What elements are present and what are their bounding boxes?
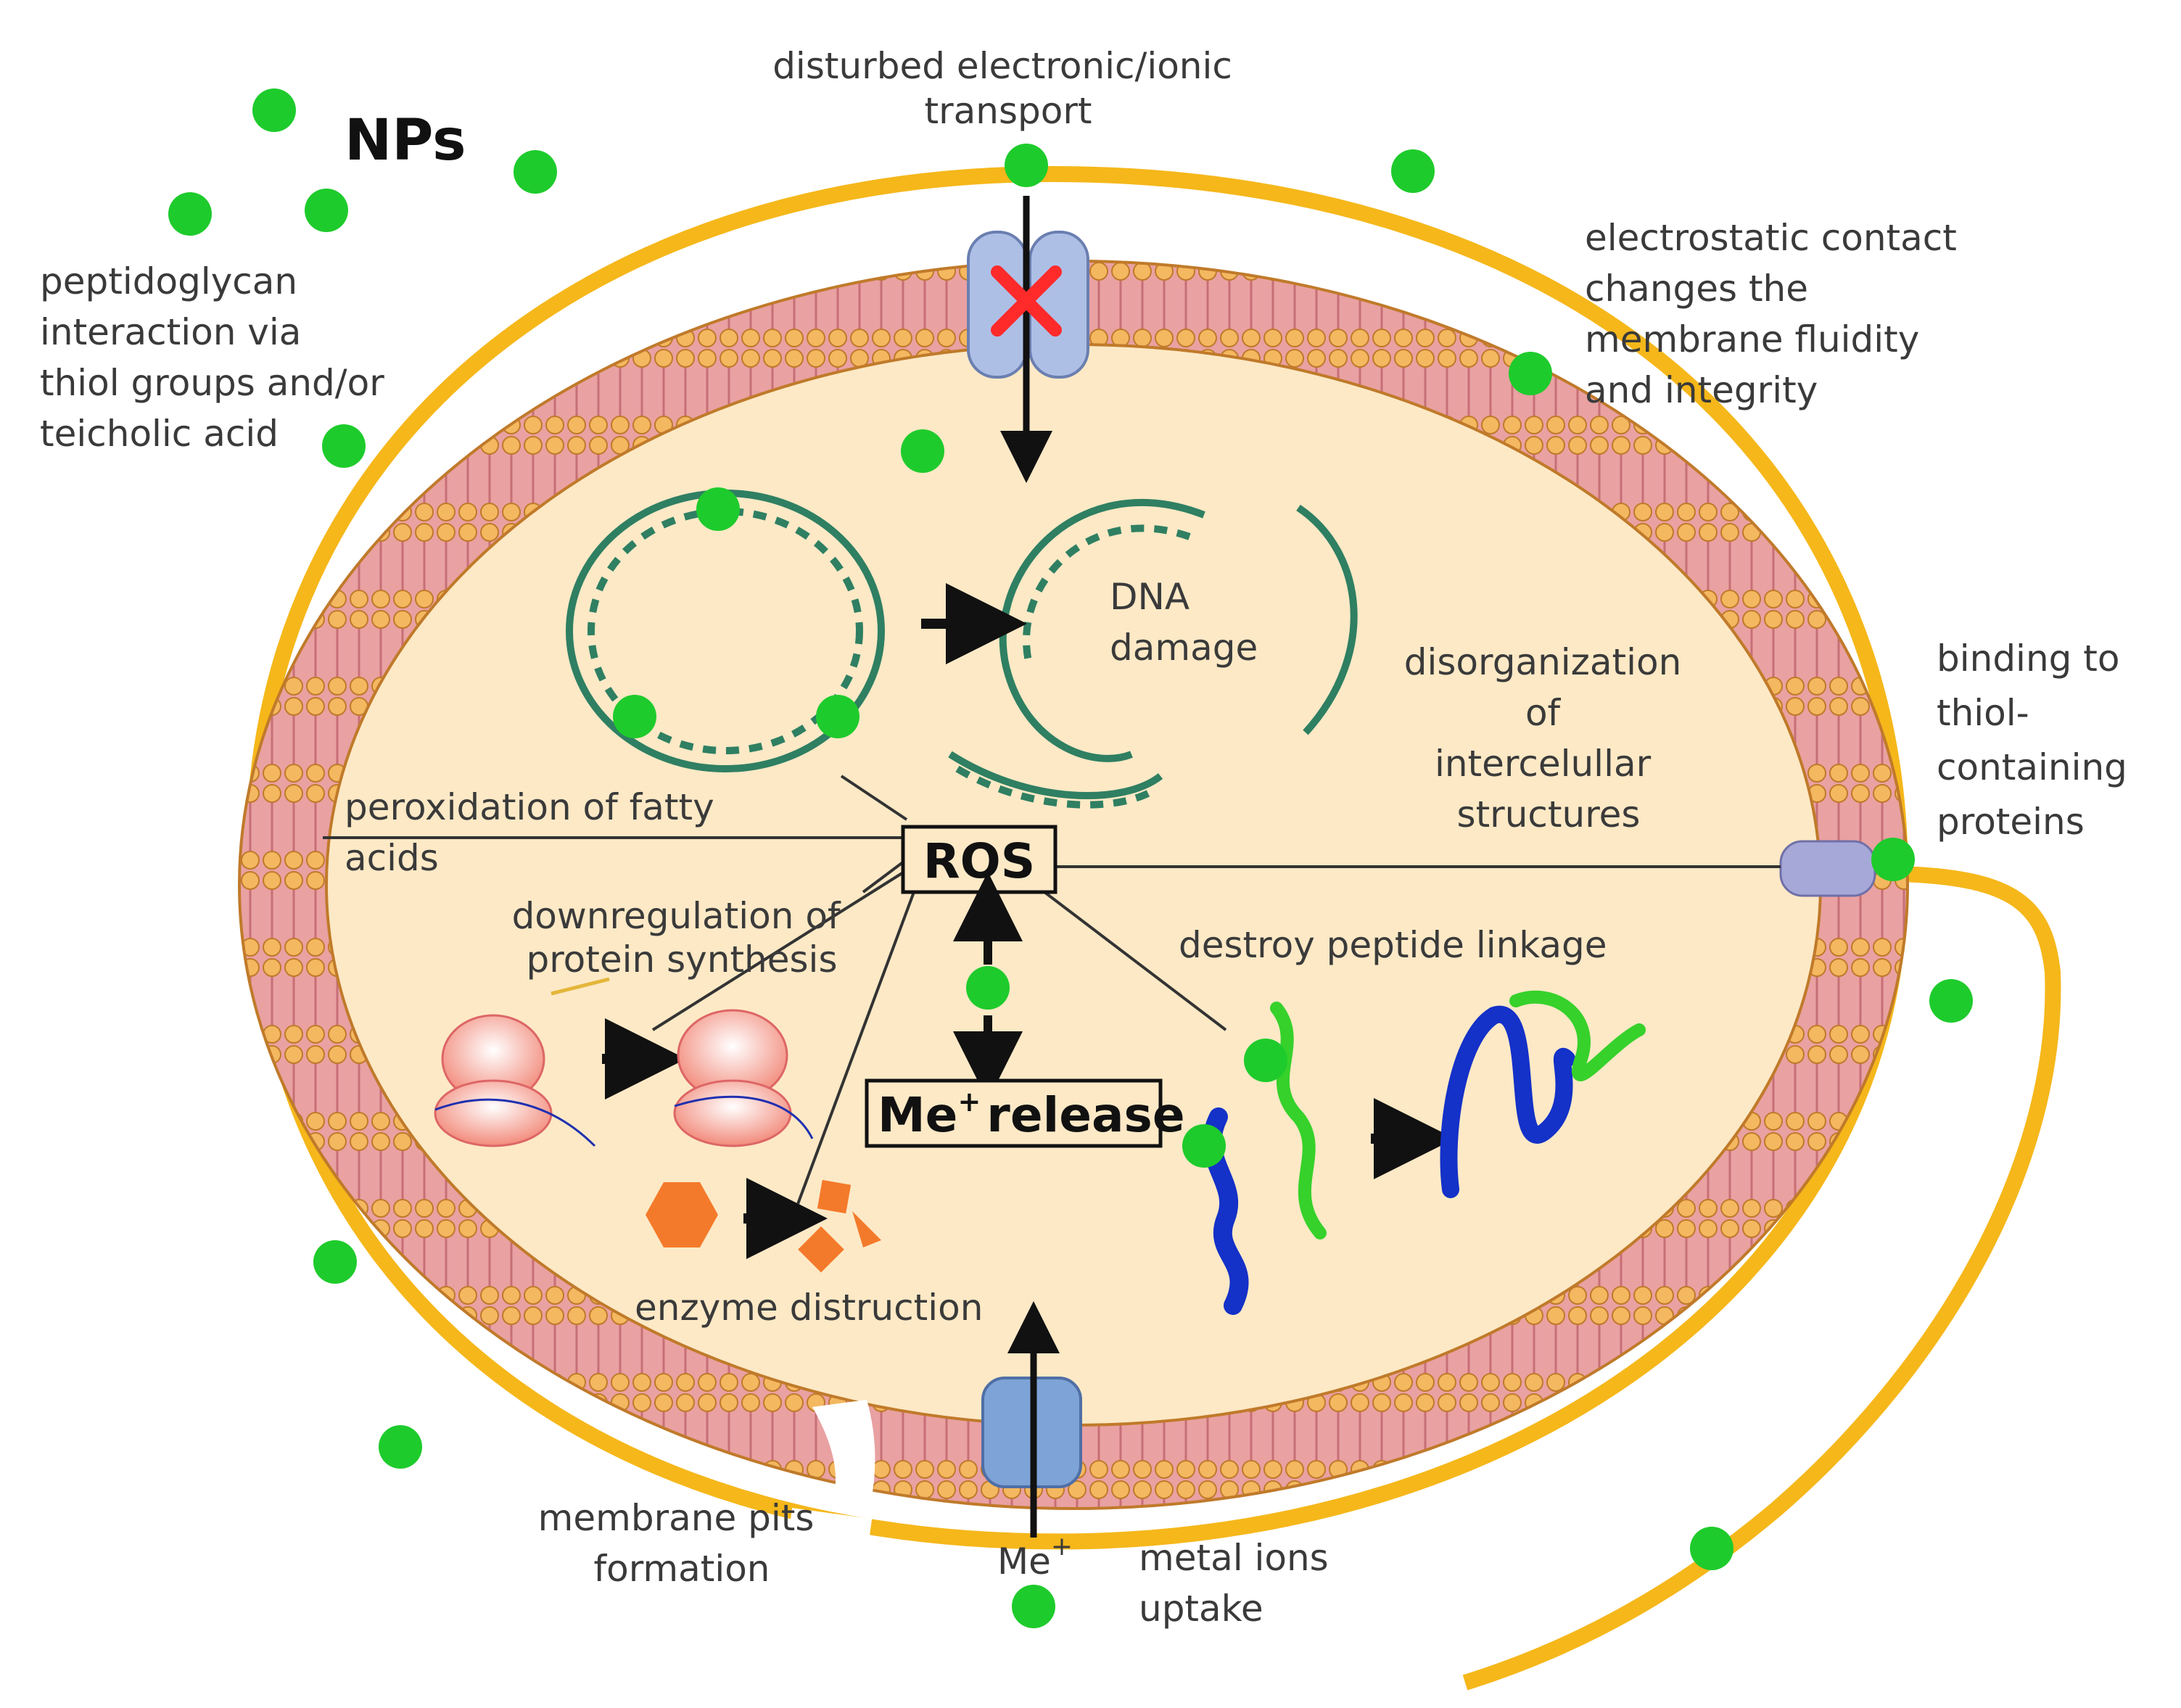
me-uptake-label: Me+ (997, 1532, 1073, 1583)
nanoparticles (168, 88, 1973, 1628)
nanoparticle (1690, 1527, 1733, 1570)
nanoparticle (613, 695, 656, 738)
cytoplasm (325, 343, 1822, 1427)
metal-ion-channel (981, 1301, 1082, 1538)
nanoparticle (1012, 1585, 1055, 1628)
label-downregulation: downregulation of protein synthesis (512, 895, 852, 981)
me-release-text: Me+release (878, 1086, 1185, 1143)
nanoparticle (1005, 144, 1048, 187)
nanoparticle (966, 966, 1010, 1010)
nanoparticle (1182, 1124, 1226, 1168)
label-dna-damage: DNA damage (1110, 576, 1258, 669)
cell-wall (245, 165, 2061, 1691)
nanoparticle (313, 1240, 357, 1284)
ros-label: ROS (923, 833, 1035, 889)
label-peptidoglycan: peptidoglycan interaction via thiol grou… (40, 260, 396, 455)
nanoparticle (1929, 979, 1973, 1023)
label-electrostatic: electrostatic contact changes the membra… (1585, 217, 1968, 411)
nanoparticle (696, 487, 740, 531)
nanoparticle (305, 189, 348, 232)
label-transport: disturbed electronic/ionic transport (772, 45, 1244, 132)
label-membrane-pits: membrane pits formation (538, 1497, 826, 1590)
nanoparticle (816, 695, 859, 738)
nanoparticle (1509, 352, 1552, 395)
ribosome-intact (434, 977, 610, 1147)
block-x-icon (991, 265, 1062, 337)
protein-denatured (1440, 990, 1646, 1198)
membrane-pit (812, 1400, 875, 1505)
label-disorganization: disorganization of intercelullar structu… (1404, 641, 1693, 836)
nanoparticle (901, 429, 944, 473)
diagram-title: NPs (345, 108, 466, 173)
nanoparticle (252, 88, 296, 132)
label-binding: binding to thiol- containing proteins (1937, 638, 2139, 843)
enzyme-intact (646, 1182, 718, 1247)
nanoparticle (322, 424, 366, 468)
ribosome-downregulated (673, 1009, 814, 1147)
label-enzyme: enzyme distruction (635, 1287, 983, 1329)
label-peroxidation: peroxidation of fatty acids (345, 786, 726, 879)
ros-box: ROS (901, 825, 1057, 894)
nanoparticle (1391, 149, 1435, 193)
nanoparticle (379, 1425, 422, 1469)
label-uptake: metal ions uptake (1139, 1537, 1340, 1630)
thiol-protein-receptor (1779, 840, 1876, 897)
ion-channel-blocked (967, 196, 1089, 483)
ros-connectors (323, 775, 1781, 1205)
nanoparticle (1871, 838, 1915, 881)
me-release-box: Me+release (865, 1078, 1185, 1148)
label-peptide-linkage: destroy peptide linkage (1179, 924, 1607, 966)
nanoparticle (1244, 1039, 1287, 1082)
nanoparticle (514, 150, 557, 194)
nanoparticle (168, 192, 212, 236)
enzyme-destroyed (798, 1179, 881, 1273)
